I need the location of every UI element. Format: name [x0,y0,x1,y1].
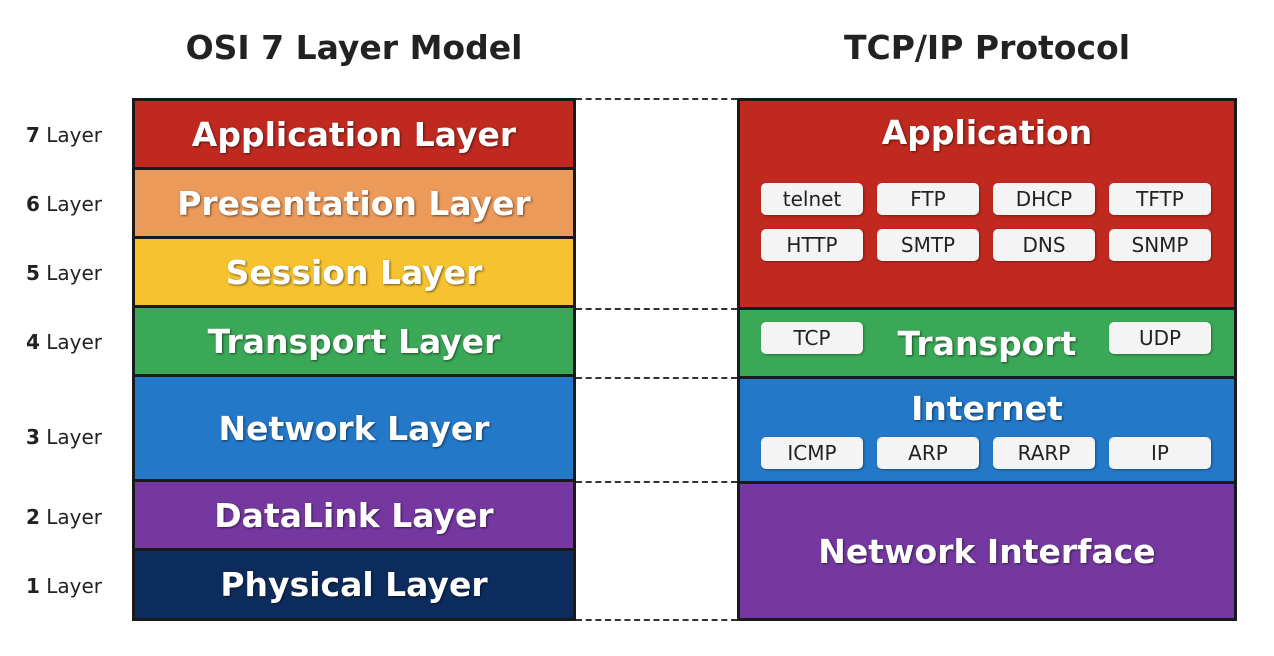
protocol-arp: ARP [877,437,979,469]
osi-physical-layer: Physical Layer [132,551,576,621]
protocol-tftp: TFTP [1109,183,1211,215]
layer-word: Layer [46,505,102,529]
tcpip-title: TCP/IP Protocol [843,28,1131,67]
osi-layer-name: Network Layer [218,408,490,448]
layer-word: Layer [46,425,102,449]
tcpip-internet-block: Internet ICMP ARP RARP IP [737,376,1237,484]
tcpip-transport-name: Transport [897,324,1077,363]
connector-line [576,98,737,100]
layer-number: 7 [25,123,40,147]
osi-network-layer: Network Layer [132,377,576,482]
connector-line [576,619,737,621]
layer-label-6: 6 Layer [0,192,102,216]
tcpip-internet-name: Internet [911,389,1063,428]
protocol-snmp: SNMP [1109,229,1211,261]
osi-layer-name: DataLink Layer [214,495,494,535]
layer-word: Layer [46,261,102,285]
protocol-rarp: RARP [993,437,1095,469]
osi-application-layer: Application Layer [132,98,576,170]
protocol-tcp: TCP [761,322,863,354]
osi-presentation-layer: Presentation Layer [132,170,576,239]
layer-word: Layer [46,192,102,216]
layer-word: Layer [46,574,102,598]
osi-transport-layer: Transport Layer [132,308,576,377]
osi-datalink-layer: DataLink Layer [132,482,576,551]
protocol-udp: UDP [1109,322,1211,354]
tcpip-transport-block: Transport TCP UDP [737,307,1237,379]
layer-word: Layer [46,330,102,354]
osi-layer-name: Session Layer [225,252,483,292]
osi-stack: Application Layer Presentation Layer Ses… [132,98,576,621]
layer-number: 3 [25,425,40,449]
layer-word: Layer [46,123,102,147]
tcpip-application-block: Application telnet FTP DHCP TFTP HTTP SM… [737,98,1237,310]
protocol-dns: DNS [993,229,1095,261]
connector-line [576,377,737,379]
osi-layer-name: Presentation Layer [177,183,531,223]
protocol-ftp: FTP [877,183,979,215]
layer-label-4: 4 Layer [0,330,102,354]
protocol-telnet: telnet [761,183,863,215]
layer-number: 6 [25,192,40,216]
layer-label-1: 1 Layer [0,574,102,598]
protocol-icmp: ICMP [761,437,863,469]
layer-label-7: 7 Layer [0,123,102,147]
layer-label-5: 5 Layer [0,261,102,285]
layer-number: 5 [25,261,40,285]
layer-number: 1 [25,574,40,598]
protocol-dhcp: DHCP [993,183,1095,215]
tcpip-network-interface-name: Network Interface [818,531,1156,571]
osi-session-layer: Session Layer [132,239,576,308]
osi-layer-name: Transport Layer [207,321,501,361]
connector-line [576,481,737,483]
layer-label-3: 3 Layer [0,425,102,449]
layer-number: 2 [25,505,40,529]
osi-layer-name: Physical Layer [220,565,488,604]
tcpip-application-name: Application [881,113,1093,152]
protocol-ip: IP [1109,437,1211,469]
layer-label-2: 2 Layer [0,505,102,529]
layer-number: 4 [25,330,40,354]
connector-line [576,308,737,310]
osi-title: OSI 7 Layer Model [185,28,523,67]
osi-layer-name: Application Layer [191,114,517,154]
protocol-smtp: SMTP [877,229,979,261]
tcpip-network-interface-block: Network Interface [737,481,1237,621]
protocol-http: HTTP [761,229,863,261]
